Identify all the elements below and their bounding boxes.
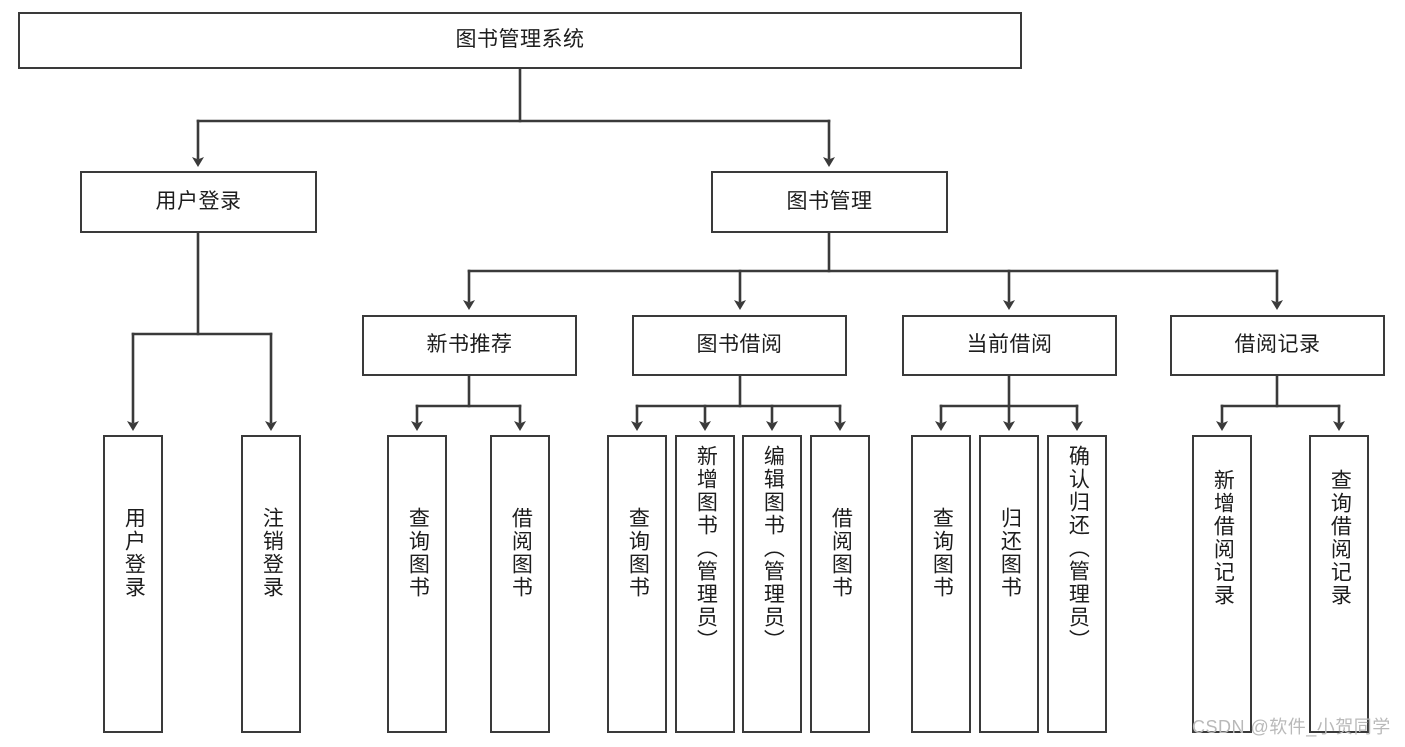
node-leaf-borrow-book-1-label: 借阅图书 — [509, 507, 533, 599]
node-leaf-query-book-2[interactable]: 查询图书 — [607, 435, 667, 733]
node-leaf-query-book-2-label: 查询图书 — [626, 507, 650, 599]
node-leaf-query-book-3[interactable]: 查询图书 — [911, 435, 971, 733]
node-leaf-add-book[interactable]: 新增图书（管理员） — [675, 435, 735, 733]
node-leaf-edit-book-label: 编辑图书（管理员） — [761, 445, 785, 652]
node-root[interactable]: 图书管理系统 — [18, 12, 1022, 69]
node-borrow-record-label: 借阅记录 — [1234, 333, 1321, 357]
node-book-manage-label: 图书管理 — [786, 189, 873, 213]
node-borrow-record[interactable]: 借阅记录 — [1170, 315, 1385, 376]
node-current-borrow[interactable]: 当前借阅 — [902, 315, 1117, 376]
node-leaf-logout[interactable]: 注销登录 — [241, 435, 301, 733]
node-new-book-rec[interactable]: 新书推荐 — [362, 315, 577, 376]
node-leaf-query-book-1[interactable]: 查询图书 — [387, 435, 447, 733]
node-user-login[interactable]: 用户登录 — [80, 171, 317, 233]
node-leaf-add-record-label: 新增借阅记录 — [1211, 469, 1235, 607]
node-leaf-confirm-return-label: 确认归还（管理员） — [1066, 445, 1090, 652]
csdn-watermark: CSDN @软件_小贺同学 — [1192, 717, 1391, 737]
node-current-borrow-label: 当前借阅 — [966, 333, 1053, 357]
node-leaf-borrow-book-2-label: 借阅图书 — [829, 507, 853, 599]
node-leaf-add-book-label: 新增图书（管理员） — [694, 445, 718, 652]
node-leaf-user-login-label: 用户登录 — [122, 507, 146, 599]
node-leaf-add-record[interactable]: 新增借阅记录 — [1192, 435, 1252, 733]
node-leaf-borrow-book-1[interactable]: 借阅图书 — [490, 435, 550, 733]
node-leaf-logout-label: 注销登录 — [260, 507, 284, 599]
node-leaf-return-book[interactable]: 归还图书 — [979, 435, 1039, 733]
node-leaf-query-record[interactable]: 查询借阅记录 — [1309, 435, 1369, 733]
node-leaf-return-book-label: 归还图书 — [998, 507, 1022, 599]
node-leaf-query-book-1-label: 查询图书 — [406, 507, 430, 599]
node-book-borrow-label: 图书借阅 — [696, 333, 783, 357]
node-leaf-borrow-book-2[interactable]: 借阅图书 — [810, 435, 870, 733]
node-leaf-query-record-label: 查询借阅记录 — [1328, 469, 1352, 607]
node-leaf-user-login[interactable]: 用户登录 — [103, 435, 163, 733]
node-new-book-rec-label: 新书推荐 — [426, 333, 513, 357]
node-book-manage[interactable]: 图书管理 — [711, 171, 948, 233]
node-book-borrow[interactable]: 图书借阅 — [632, 315, 847, 376]
node-leaf-confirm-return[interactable]: 确认归还（管理员） — [1047, 435, 1107, 733]
node-root-label: 图书管理系统 — [455, 28, 585, 52]
node-user-login-label: 用户登录 — [155, 189, 242, 213]
node-leaf-edit-book[interactable]: 编辑图书（管理员） — [742, 435, 802, 733]
node-leaf-query-book-3-label: 查询图书 — [930, 507, 954, 599]
